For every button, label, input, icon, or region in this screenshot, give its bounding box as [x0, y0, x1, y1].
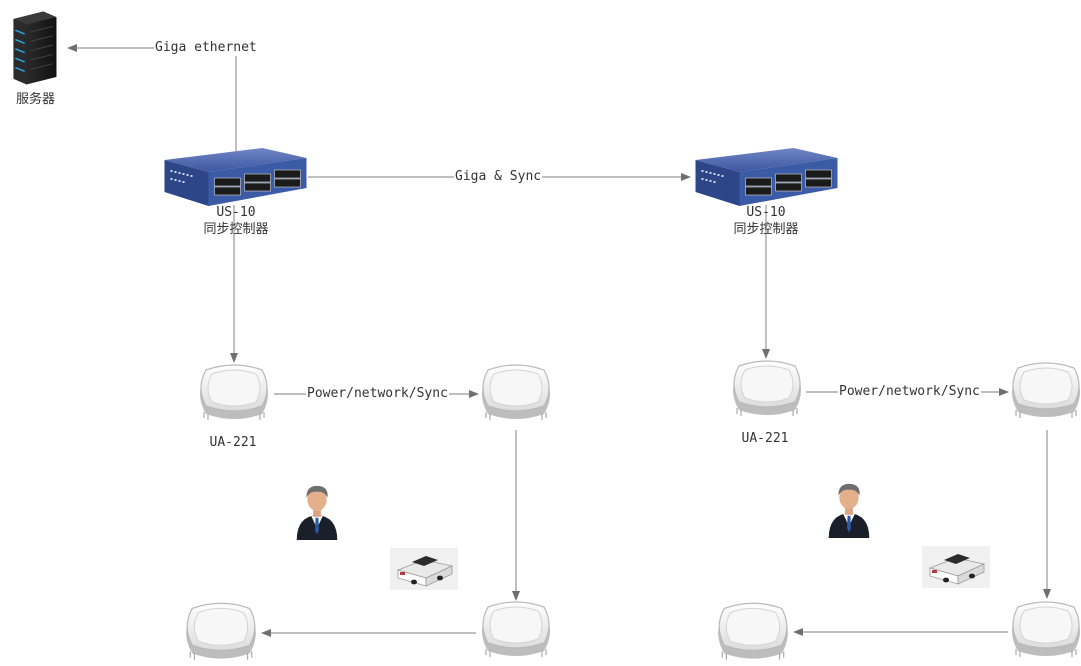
network-switch-icon	[695, 148, 838, 206]
server-label: 服务器	[16, 92, 56, 107]
uwb-anchor-icon	[199, 364, 269, 421]
switch-interconnect-label: Giga & Sync	[454, 169, 543, 185]
network-switch-icon	[164, 148, 307, 206]
right-switch-model: US-10	[746, 205, 786, 220]
right-switch-name: 同步控制器	[733, 222, 799, 237]
agv-vehicle-icon	[922, 546, 990, 588]
uwb-anchor-icon	[481, 364, 551, 421]
uwb-anchor-icon	[717, 602, 789, 661]
uwb-anchor-icon	[481, 601, 551, 658]
person-icon	[296, 485, 338, 540]
right-anchor-model: UA-221	[741, 431, 789, 446]
uwb-anchor-icon	[1011, 362, 1081, 419]
uwb-anchor-icon	[185, 602, 257, 661]
left-switch-name: 同步控制器	[203, 222, 269, 237]
person-icon	[828, 483, 870, 538]
server-rack-icon	[12, 10, 58, 86]
server-uplink-label: Giga ethernet	[154, 40, 258, 56]
uwb-anchor-icon	[1011, 601, 1081, 658]
agv-vehicle-icon	[390, 548, 458, 590]
uwb-anchor-icon	[732, 360, 802, 417]
right-anchor-chain-label: Power/network/Sync	[838, 384, 981, 400]
left-switch-model: US-10	[216, 205, 256, 220]
left-anchor-model: UA-221	[209, 435, 257, 450]
left-anchor-chain-label: Power/network/Sync	[306, 386, 449, 402]
